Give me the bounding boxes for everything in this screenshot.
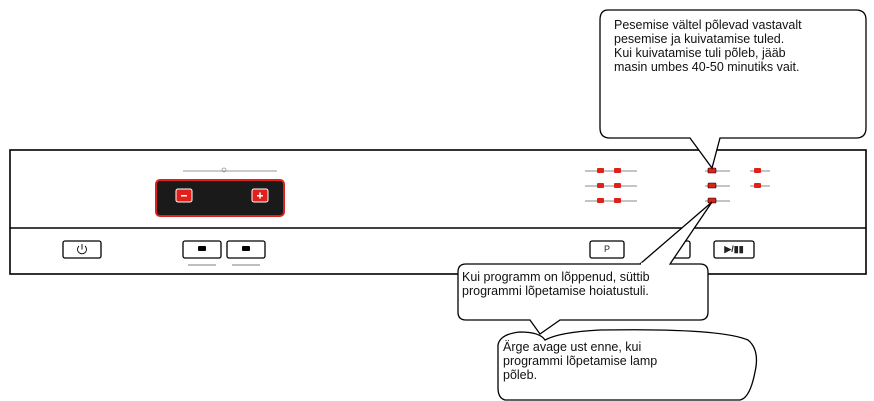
display-top-bar-mark — [221, 167, 227, 173]
program-button[interactable] — [589, 240, 625, 259]
play-pause-icon: ▶/▮▮ — [724, 244, 744, 254]
start-pause-button[interactable] — [713, 240, 755, 259]
callout-top-text: Pesemise vältel põlevad vastavalt pesemi… — [614, 18, 802, 74]
minus-icon — [181, 195, 187, 197]
status-indicators-right — [705, 167, 770, 204]
option-button-2-mark — [242, 246, 250, 251]
callout-bottom-bubble — [497, 329, 758, 401]
program-button-label: P — [603, 244, 610, 254]
power-icon — [77, 244, 87, 255]
option-button-1-mark — [198, 246, 206, 251]
callout-middle-pointer — [639, 201, 713, 265]
plus-icon-vertical — [259, 192, 261, 199]
program-indicators-left — [585, 168, 637, 203]
callout-middle-text: Kui programm on lõppenud, süttib program… — [462, 270, 650, 298]
callout-bottom-text: Ärge avage ust enne, kui programmi lõpet… — [503, 340, 658, 382]
callout-middle-bubble — [457, 263, 709, 335]
callout-top-bubble — [599, 9, 867, 170]
